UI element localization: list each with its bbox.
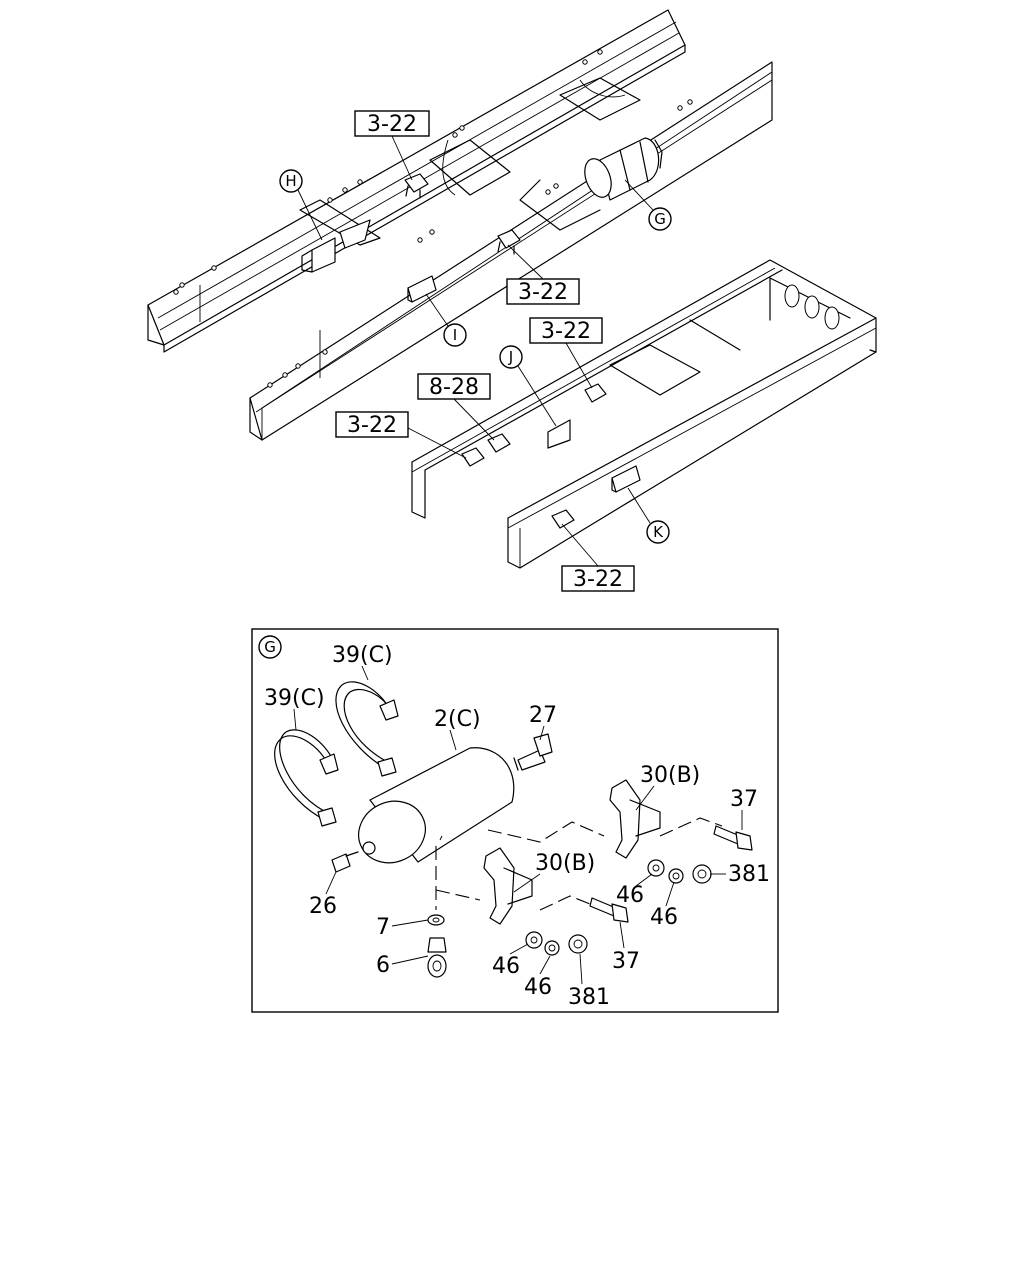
- circle-label-k: K: [627, 487, 670, 544]
- nut-46-a: [647, 859, 665, 877]
- rear-chassis-frame: [411, 259, 877, 569]
- label-2: 2(C): [434, 707, 481, 732]
- bolt-37-upper: [713, 825, 753, 851]
- svg-text:G: G: [264, 638, 276, 656]
- svg-text:I: I: [453, 326, 457, 344]
- air-tank-2: [358, 747, 515, 864]
- svg-text:K: K: [653, 523, 664, 541]
- svg-text:3-22: 3-22: [541, 319, 591, 344]
- callout-ref-c: 3-22: [529, 317, 603, 389]
- svg-text:3-22: 3-22: [573, 567, 623, 592]
- nut-46-c: [525, 931, 543, 949]
- bolt-37-lower: [589, 897, 629, 923]
- svg-text:H: H: [285, 172, 296, 190]
- callout-ref-d: 8-28: [417, 373, 495, 441]
- fitting-27: [513, 733, 553, 771]
- washer-7: [427, 914, 445, 926]
- label-30-upper: 30(B): [640, 763, 700, 788]
- label-27: 27: [529, 703, 557, 728]
- clamp-upper-2: [497, 229, 521, 255]
- callout-ref-f: 3-22: [561, 523, 635, 592]
- air-tank-installed: [584, 137, 663, 201]
- svg-text:3-22: 3-22: [347, 413, 397, 438]
- callout-ref-a: 3-22: [354, 110, 430, 181]
- label-39-upper: 39(C): [332, 643, 393, 668]
- label-6: 6: [376, 953, 390, 978]
- label-37-lower: 37: [612, 949, 640, 974]
- hose-39-upper: [335, 681, 399, 777]
- detail-circle-label: G: [258, 635, 282, 659]
- label-39-lower: 39(C): [264, 686, 325, 711]
- circle-label-g: G: [624, 179, 672, 231]
- left-rail-holes: [173, 49, 603, 295]
- drain-valve-6: [427, 937, 447, 978]
- detail-view-g: G: [251, 628, 779, 1013]
- label-37-upper: 37: [730, 787, 758, 812]
- right-rail-holes: [267, 99, 693, 388]
- svg-text:8-28: 8-28: [429, 375, 479, 400]
- front-chassis-frame: [147, 9, 773, 441]
- hose-39-lower: [274, 729, 339, 827]
- svg-text:G: G: [654, 210, 666, 228]
- svg-text:J: J: [508, 348, 513, 366]
- callout-ref-e: 3-22: [335, 411, 467, 459]
- plug-26: [331, 851, 359, 873]
- nut-381-a: [692, 864, 712, 884]
- nut-381-b: [568, 934, 588, 954]
- bracket-30-upper: [609, 779, 661, 859]
- label-381-lower: 381: [568, 985, 610, 1010]
- label-46-a: 46: [616, 883, 644, 908]
- label-381-upper: 381: [728, 862, 770, 887]
- label-46-d: 46: [524, 975, 552, 1000]
- circle-label-j: J: [499, 345, 557, 427]
- nut-46-b: [668, 868, 684, 884]
- svg-text:3-22: 3-22: [518, 280, 568, 305]
- circle-label-i: I: [425, 293, 467, 347]
- label-7: 7: [376, 915, 390, 940]
- label-26: 26: [309, 894, 337, 919]
- nut-46-d: [544, 940, 560, 956]
- svg-text:3-22: 3-22: [367, 112, 417, 137]
- circle-label-h: H: [279, 169, 323, 241]
- label-46-c: 46: [492, 954, 520, 979]
- callout-ref-b: 3-22: [506, 244, 580, 305]
- label-30-lower: 30(B): [535, 851, 595, 876]
- label-46-b: 46: [650, 905, 678, 930]
- clamp-upper-1: [404, 173, 429, 199]
- bracket-30-lower: [483, 847, 533, 925]
